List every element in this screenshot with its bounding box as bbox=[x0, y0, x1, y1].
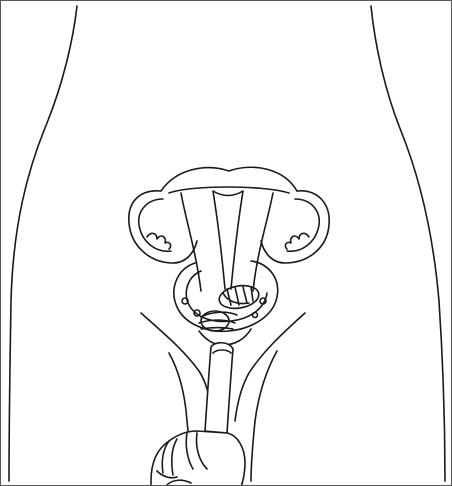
menstrual-cup bbox=[199, 283, 261, 331]
uterine-cavity bbox=[213, 191, 243, 289]
left-hip-contour bbox=[9, 6, 77, 481]
vaginal-canal bbox=[174, 261, 278, 345]
hand bbox=[151, 343, 245, 486]
index-finger bbox=[205, 343, 233, 433]
right-hip-contour bbox=[371, 6, 445, 481]
uterus bbox=[129, 167, 329, 291]
uterine-body bbox=[181, 193, 273, 291]
left-fimbriae bbox=[147, 233, 171, 249]
hand-palm bbox=[151, 431, 245, 486]
